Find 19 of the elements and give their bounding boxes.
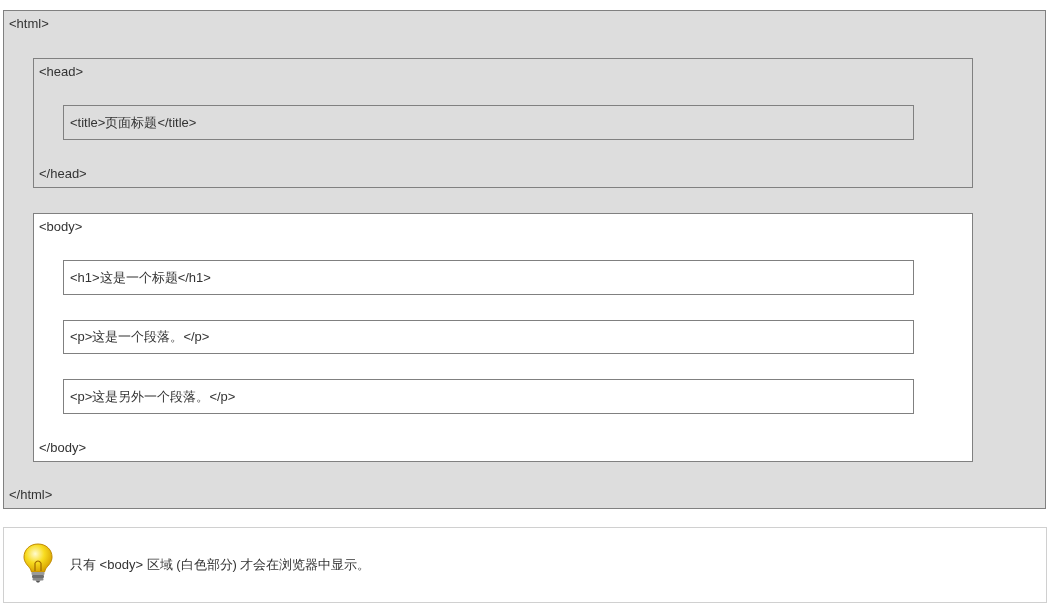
- tip-box: [3, 527, 1047, 603]
- element-box: [63, 105, 914, 140]
- section-box: [33, 58, 973, 188]
- outer-box: [3, 10, 1046, 509]
- opening-tag-text: <body>: [39, 219, 83, 235]
- element-text: <title>页面标题</title>: [70, 114, 197, 131]
- content-section-box: [33, 213, 973, 462]
- element-text: <p>这是一个段落。</p>: [70, 329, 210, 345]
- element-text: <p>这是另外一个段落。</p>: [70, 388, 236, 405]
- closing-tag-text: </html>: [9, 487, 53, 503]
- opening-tag-text: <head>: [39, 64, 84, 80]
- element-text: <h1>这是一个标题</h1>: [70, 269, 211, 286]
- opening-tag-text: <html>: [9, 16, 49, 32]
- tip-text: 只有 <body> 区域 (白色部分) 才会在浏览器中显示。: [70, 557, 371, 573]
- element-box: [63, 260, 914, 295]
- closing-tag-text: </head>: [39, 166, 87, 182]
- element-box: [63, 379, 914, 414]
- element-box: [63, 320, 914, 354]
- closing-tag-text: </body>: [39, 440, 86, 456]
